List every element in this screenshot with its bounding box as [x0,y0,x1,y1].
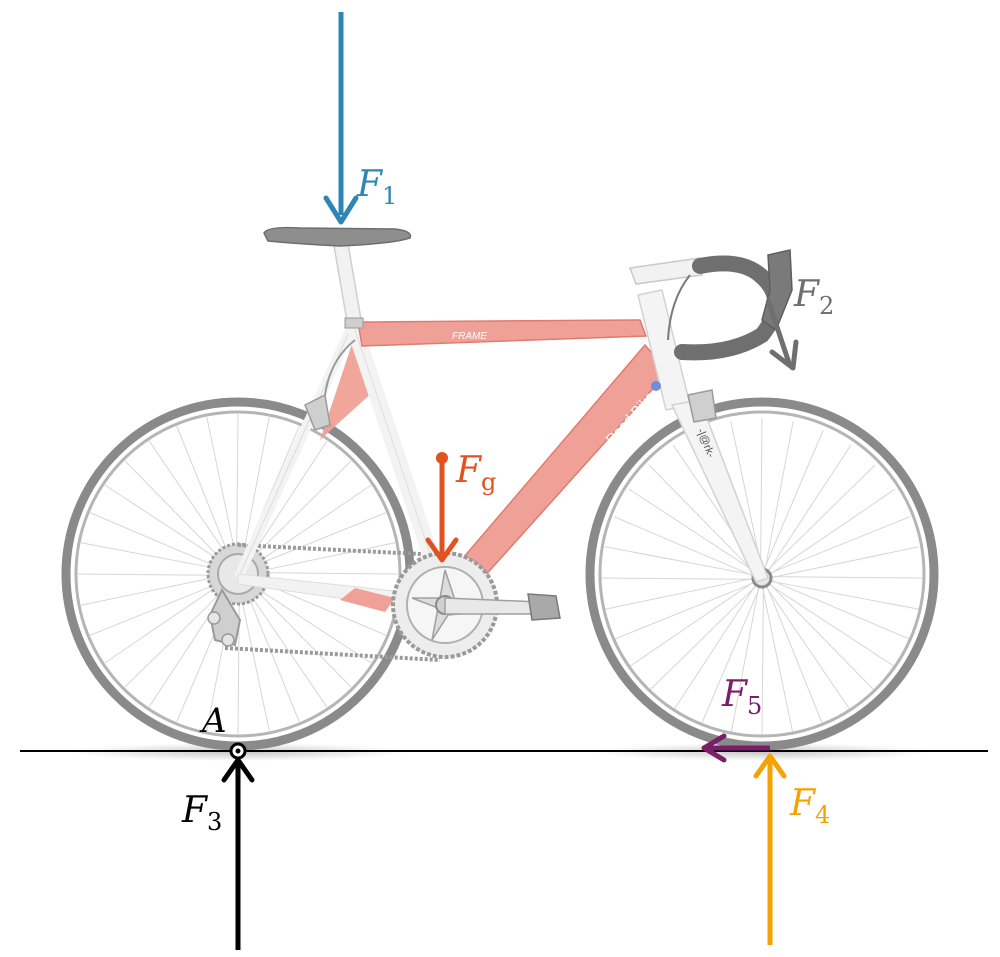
force-f1-arrow [323,12,359,225]
spoke [604,546,755,576]
force-f4-label: F4 [789,783,830,829]
pedal [527,593,561,621]
crank-arm [444,597,541,615]
spoke [124,460,232,570]
force-f1-label: F1 [356,164,397,210]
spoke [237,581,240,735]
spoke [768,582,876,692]
spoke [89,577,232,636]
spoke [176,425,235,568]
spoke [761,585,794,736]
spoke [89,512,231,573]
spoke [761,585,764,739]
spoke [730,420,763,571]
spoke [613,581,756,640]
spoke [763,429,824,571]
spoke [767,583,896,668]
spoke [628,580,755,668]
spoke [648,464,756,574]
spoke [236,413,239,567]
spoke [765,584,824,727]
spoke [240,581,328,708]
front-wheel-spokes [601,417,923,739]
spoke [245,484,372,572]
point-a-label: A [199,701,227,741]
spoke [124,580,234,688]
bike-frame: FRAME Road Bike -|@rk- [235,289,769,613]
spoke [604,577,755,610]
spoke [730,585,760,736]
headbadge [651,381,661,391]
frame-text: FRAME [452,331,487,342]
spoke [769,576,923,579]
force-f3-label: F3 [181,790,222,836]
spoke [766,464,876,572]
spoke [242,460,352,568]
force-f5-arrow [701,733,770,763]
rear-brake [304,339,356,431]
spoke [237,581,270,732]
spoke [206,416,239,567]
handlebar [674,255,784,361]
spoke [628,488,757,573]
spoke [764,420,794,571]
spoke [104,576,231,664]
spoke [648,584,758,692]
force-f2-arrow [765,299,799,371]
spoke [767,444,852,573]
front-wheel [585,397,939,751]
spoke [80,573,231,606]
rear-derailleur [207,587,242,647]
seat-assembly [263,226,412,329]
crankset [391,551,561,659]
chain [224,543,441,662]
seat-clamp [344,317,364,329]
spoke [77,573,231,576]
seat-post [332,237,363,328]
force-f3-arrow [221,757,255,950]
spoke [80,542,231,572]
spoke [769,580,920,610]
spoke [769,579,911,640]
saddle [263,226,412,247]
spoke [760,417,763,571]
spoke [244,578,352,688]
spoke [764,585,852,712]
force-fg-arrow [425,452,459,563]
rear-rim [74,410,402,738]
top-tube [357,319,648,347]
spoke [601,577,755,580]
spoke [768,516,911,575]
force-f2-label: F2 [793,274,834,320]
spoke [243,579,372,664]
front-brake [687,389,717,423]
stem [628,257,703,285]
spoke [672,583,757,712]
spoke [769,488,896,576]
spoke [148,440,236,567]
spoke [244,512,387,571]
force-f4-arrow [753,753,787,945]
spoke [245,572,399,575]
spoke [769,546,920,579]
spoke [245,542,396,575]
spoke [240,416,270,567]
front-rim [598,410,926,738]
spoke [613,516,755,577]
force-f5-label: F5 [721,674,762,720]
spoke [700,585,761,727]
spoke [104,484,233,569]
fork [670,399,769,583]
force-fg-label: Fg [455,450,496,496]
